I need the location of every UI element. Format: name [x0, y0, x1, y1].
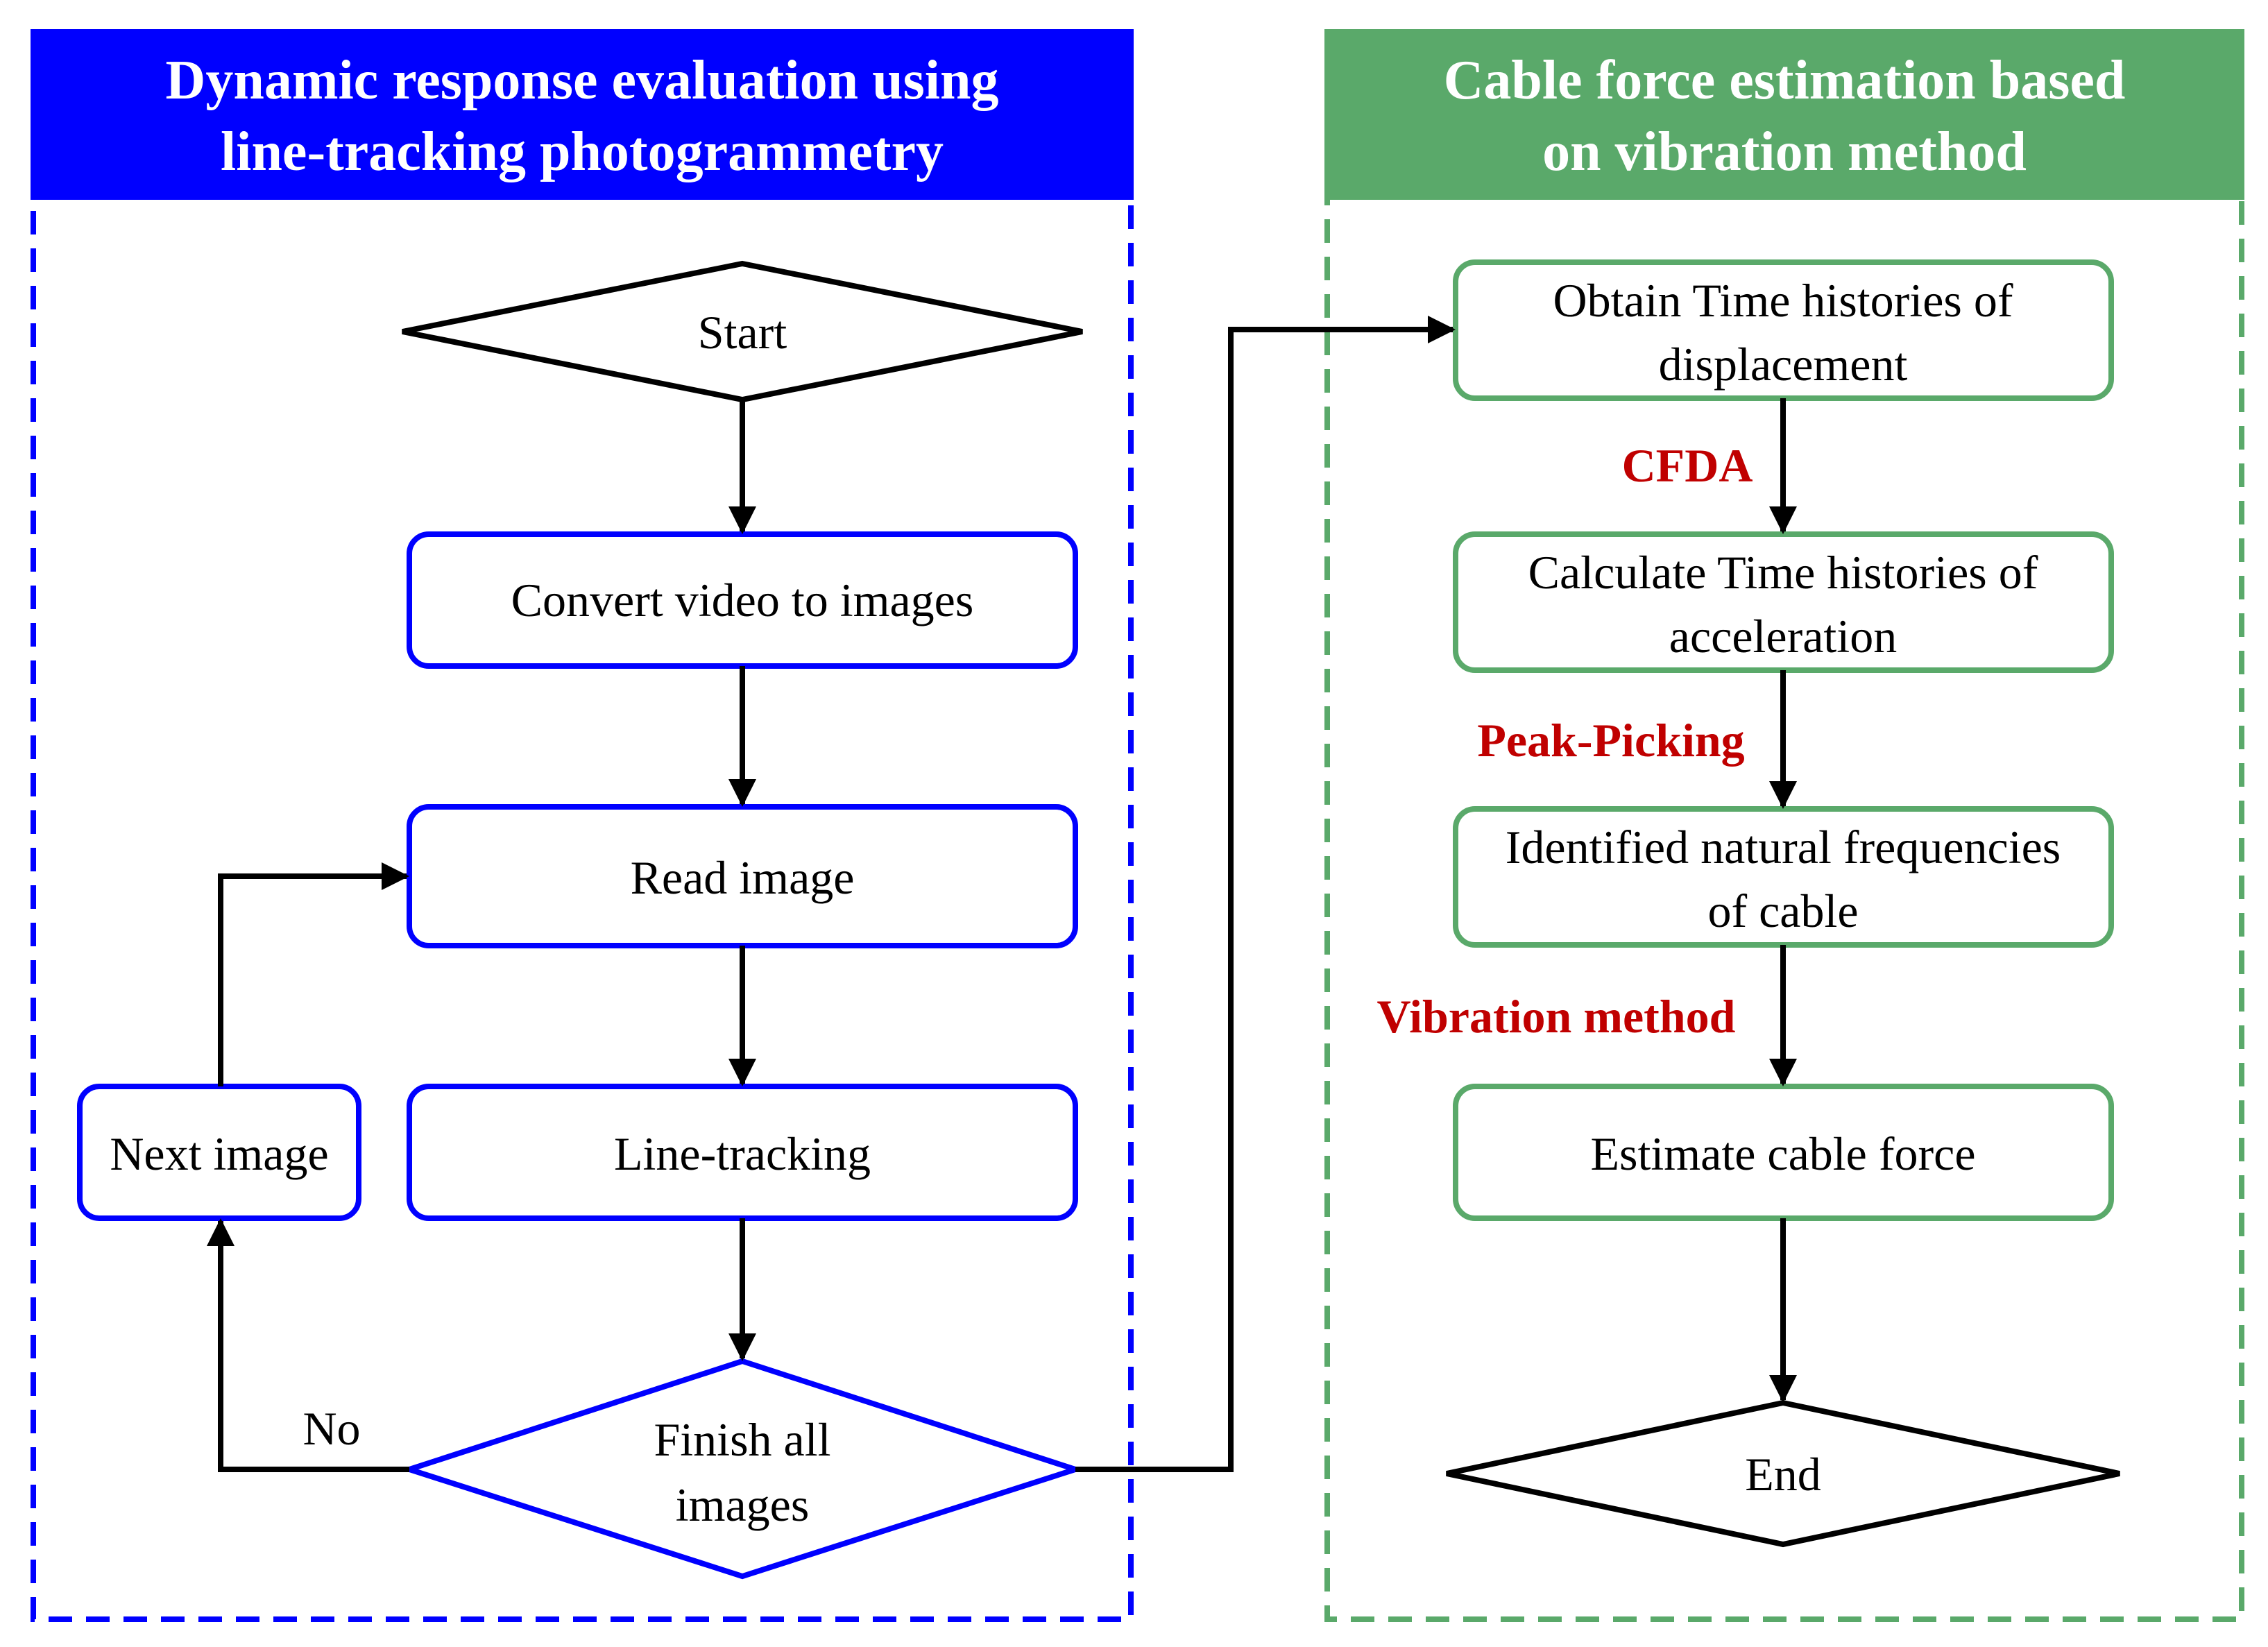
peak-picking-label: Peak-Picking [1477, 714, 1744, 767]
read-image-label: Read image [631, 851, 855, 904]
estimate-label: Estimate cable force [1590, 1127, 1975, 1180]
arrow-no-next [207, 1218, 409, 1472]
no-label: No [302, 1402, 360, 1455]
identified-label-line1: Identified natural frequencies [1506, 821, 2061, 873]
left-panel-header [31, 29, 1134, 200]
cfda-label: CFDA [1622, 439, 1753, 492]
identified-label-line2: of cable [1707, 885, 1858, 937]
finish-label-line2: images [676, 1478, 810, 1531]
end-terminal [1446, 1399, 2120, 1548]
left-panel-title-line1: Dynamic response evaluation using [166, 50, 999, 111]
calculate-label-line1: Calculate Time histories of [1528, 546, 2038, 599]
start-label: Start [698, 306, 787, 359]
arrow-next-read [218, 862, 409, 1086]
right-panel-title-line2: on vibration method [1542, 121, 2027, 182]
finish-label-line1: Finish all [654, 1413, 830, 1466]
next-image-label: Next image [110, 1127, 328, 1180]
end-label: End [1745, 1448, 1821, 1501]
arrow-finish-obtain [1075, 316, 1456, 1472]
right-panel-title-line1: Cable force estimation based [1444, 50, 2126, 111]
line-tracking-label: Line-tracking [614, 1127, 871, 1180]
finish-decision [400, 1358, 1085, 1580]
left-panel-frame [31, 101, 1134, 1622]
convert-video-label: Convert video to images [511, 574, 974, 626]
obtain-label-line2: displacement [1659, 338, 1908, 391]
right-panel-header [1324, 29, 2244, 200]
vibration-method-label: Vibration method [1377, 990, 1736, 1043]
calculate-label-line2: acceleration [1669, 610, 1897, 663]
obtain-label-line1: Obtain Time histories of [1553, 274, 2013, 327]
left-panel-title-line2: line-tracking photogrammetry [221, 121, 944, 182]
